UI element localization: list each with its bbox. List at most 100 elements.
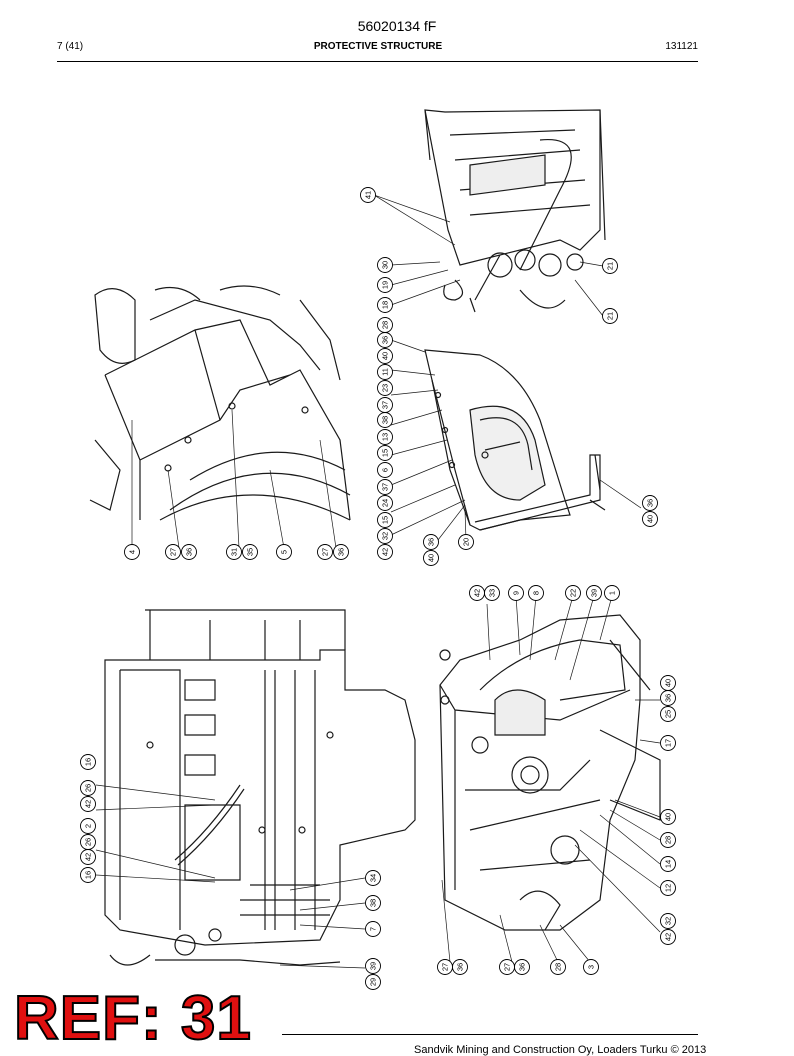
callout-bottom-left-6: 16 (80, 867, 96, 883)
svg-text:11: 11 (381, 368, 390, 376)
svg-text:40: 40 (427, 554, 436, 562)
svg-text:26: 26 (84, 784, 93, 792)
callout-bottom-right-18: 36 (452, 959, 468, 975)
callout-bottom-left-3: 2 (80, 818, 96, 834)
svg-text:33: 33 (488, 589, 497, 597)
footer-copyright: Sandvik Mining and Construction Oy, Load… (414, 1044, 707, 1056)
callout-middle-left-3: 31 (226, 544, 242, 560)
callout-bottom-right-10: 17 (660, 735, 676, 751)
figure-bottom-left (104, 609, 416, 966)
callout-top-right-0: 41 (360, 187, 376, 203)
svg-text:27: 27 (169, 548, 178, 556)
callout-bottom-right-21: 28 (550, 959, 566, 975)
leader-lines (95, 194, 661, 969)
callout-bottom-right-6: 1 (604, 585, 620, 601)
callout-bottom-left-9: 7 (365, 921, 381, 937)
svg-text:32: 32 (664, 917, 673, 925)
svg-text:16: 16 (84, 871, 93, 879)
svg-text:36: 36 (381, 336, 390, 344)
svg-text:36: 36 (456, 963, 465, 971)
svg-text:38: 38 (369, 899, 378, 907)
callout-bottom-left-11: 29 (365, 974, 381, 990)
callout-bottom-left-7: 34 (365, 870, 381, 886)
callout-middle-left-0: 4 (124, 544, 140, 560)
svg-text:24: 24 (381, 499, 390, 507)
svg-text:17: 17 (664, 739, 673, 747)
callout-middle-right-4: 23 (377, 380, 393, 396)
callout-middle-right-3: 11 (377, 364, 393, 380)
figure-middle-right (424, 349, 606, 531)
svg-text:37: 37 (381, 401, 390, 409)
callout-middle-right-7: 13 (377, 429, 393, 445)
callout-middle-right-13: 32 (377, 528, 393, 544)
callout-bottom-right-1: 33 (484, 585, 500, 601)
svg-text:7: 7 (369, 927, 378, 931)
callout-middle-right-8: 15 (377, 445, 393, 461)
callout-bottom-left-8: 38 (365, 895, 381, 911)
svg-text:27: 27 (441, 963, 450, 971)
ref-stamp: REF: 31 (13, 984, 252, 1053)
svg-text:37: 37 (381, 483, 390, 491)
svg-text:36: 36 (427, 538, 436, 546)
callout-bottom-left-0: 16 (80, 754, 96, 770)
callout-middle-left-6: 27 (317, 544, 333, 560)
figure-middle-left (89, 285, 351, 521)
svg-text:36: 36 (185, 548, 194, 556)
callout-middle-right-6: 38 (377, 412, 393, 428)
callout-bottom-right-9: 25 (660, 706, 676, 722)
page-reference: 7 (41) (57, 41, 84, 52)
callout-bottom-right-13: 14 (660, 856, 676, 872)
callout-top-right-2: 19 (377, 277, 393, 293)
svg-text:9: 9 (512, 591, 521, 595)
callout-middle-right-9: 6 (377, 462, 393, 478)
callout-middle-right-1: 36 (377, 332, 393, 348)
callout-middle-right-19: 40 (642, 511, 658, 527)
svg-text:1: 1 (608, 591, 617, 595)
callout-top-right-1: 30 (377, 257, 393, 273)
svg-text:42: 42 (664, 933, 673, 941)
figure-bottom-right (439, 614, 661, 931)
svg-text:31: 31 (230, 548, 239, 556)
callout-bottom-right-14: 12 (660, 880, 676, 896)
svg-text:29: 29 (369, 978, 378, 986)
svg-text:27: 27 (503, 963, 512, 971)
svg-text:21: 21 (606, 262, 615, 270)
svg-text:42: 42 (84, 853, 93, 861)
svg-text:3: 3 (587, 965, 596, 969)
svg-text:15: 15 (381, 516, 390, 524)
svg-text:6: 6 (381, 468, 390, 472)
svg-text:34: 34 (369, 874, 378, 882)
svg-text:26: 26 (84, 838, 93, 846)
callout-middle-right-18: 36 (642, 495, 658, 511)
svg-text:39: 39 (369, 962, 378, 970)
callout-bottom-right-5: 39 (586, 585, 602, 601)
svg-text:42: 42 (473, 589, 482, 597)
header-divider (57, 61, 698, 62)
section-title: PROTECTIVE STRUCTURE (313, 41, 443, 52)
callout-middle-left-5: 5 (276, 544, 292, 560)
callout-middle-left-1: 27 (165, 544, 181, 560)
svg-text:25: 25 (664, 710, 673, 718)
callout-middle-right-14: 42 (377, 544, 393, 560)
svg-text:32: 32 (381, 532, 390, 540)
callout-bottom-right-16: 42 (660, 929, 676, 945)
svg-text:12: 12 (664, 884, 673, 892)
svg-text:8: 8 (532, 591, 541, 595)
callout-top-right-4: 21 (602, 258, 618, 274)
svg-text:19: 19 (381, 281, 390, 289)
svg-text:36: 36 (664, 694, 673, 702)
callout-top-right-5: 21 (602, 308, 618, 324)
callout-bottom-right-20: 36 (514, 959, 530, 975)
svg-text:38: 38 (381, 416, 390, 424)
svg-text:22: 22 (569, 589, 578, 597)
callout-bottom-right-2: 9 (508, 585, 524, 601)
svg-text:18: 18 (381, 301, 390, 309)
date-code: 131121 (665, 41, 698, 52)
callout-middle-right-2: 40 (377, 348, 393, 364)
svg-text:27: 27 (321, 548, 330, 556)
callout-middle-right-12: 15 (377, 512, 393, 528)
svg-text:28: 28 (381, 321, 390, 329)
callout-bottom-right-12: 28 (660, 832, 676, 848)
svg-text:5: 5 (280, 550, 289, 554)
svg-text:21: 21 (606, 312, 615, 320)
